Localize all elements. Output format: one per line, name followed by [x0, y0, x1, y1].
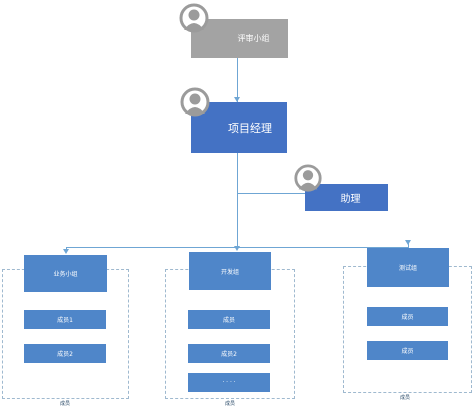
- dev-member-label: 成员2: [221, 351, 237, 358]
- dev-group-title: 开发组: [220, 268, 239, 276]
- connector-review-to-manager: [237, 58, 238, 102]
- dev-member-label: · · · ·: [222, 379, 236, 386]
- review-team-box: 评审小组: [191, 19, 288, 58]
- person-avatar-icon: [179, 3, 209, 33]
- review-team-label: 评审小组: [237, 34, 270, 43]
- business-member-box: 成员2: [24, 344, 106, 363]
- business-group-title: 业务小组: [53, 271, 78, 278]
- dev-member-box: 成员2: [188, 344, 270, 363]
- arrow-to-manager: [234, 97, 240, 102]
- connector-to-business-group: [66, 247, 67, 250]
- business-group-title-box: 业务小组: [24, 255, 107, 292]
- assistant-box: 助理: [305, 184, 388, 211]
- dev-member-box: 成员: [188, 310, 270, 329]
- arrow-to-test-group: [405, 240, 411, 245]
- test-group-title-box: 测试组: [367, 248, 449, 287]
- test-member-box: 成员: [367, 341, 448, 360]
- dev-group-footer: 成员: [225, 401, 236, 407]
- test-member-box: 成员: [367, 307, 448, 326]
- test-member-label: 成员: [401, 348, 414, 355]
- person-avatar-icon: [294, 164, 322, 192]
- business-member-label: 成员1: [57, 317, 73, 324]
- connector-to-assistant: [237, 193, 305, 194]
- dev-member-box: · · · ·: [188, 373, 270, 392]
- test-group-title: 测试组: [398, 265, 417, 272]
- dev-group-title-box: 开发组: [189, 252, 271, 290]
- arrow-to-dev-group: [234, 246, 240, 251]
- test-group-footer: 成员: [400, 395, 411, 401]
- arrow-to-business-group: [63, 249, 69, 254]
- project-manager-box: 项目经理: [191, 102, 287, 153]
- business-member-box: 成员1: [24, 310, 106, 329]
- assistant-label: 助理: [340, 194, 361, 205]
- business-group-footer: 成员: [60, 401, 71, 407]
- test-member-label: 成员: [401, 314, 414, 321]
- dev-member-label: 成员: [222, 317, 235, 324]
- business-member-label: 成员2: [57, 351, 73, 358]
- connector-manager-down: [237, 153, 238, 248]
- project-manager-label: 项目经理: [228, 121, 272, 135]
- person-avatar-icon: [180, 87, 210, 117]
